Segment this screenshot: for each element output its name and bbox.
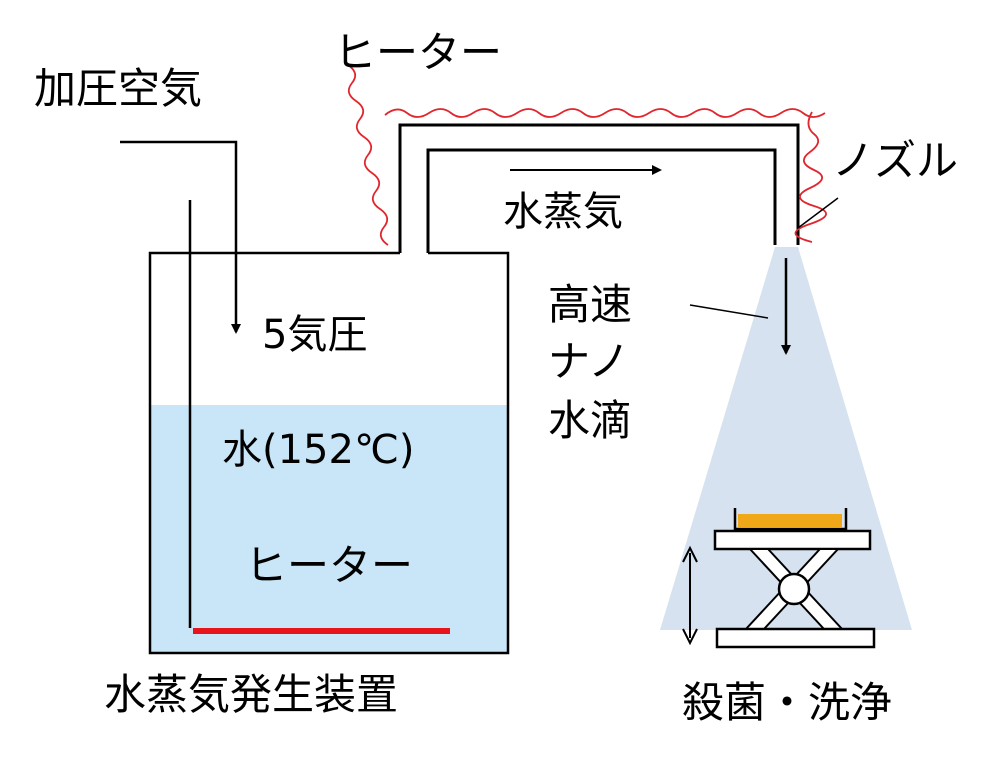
- label-pressurized-air: 加圧空気: [34, 64, 203, 113]
- label-sterilize-wash: 殺菌・洗浄: [682, 678, 893, 727]
- air-inlet-line: [120, 140, 241, 334]
- label-pipe-heater: ヒーター: [334, 28, 503, 77]
- label-pressure: 5気圧: [262, 312, 368, 358]
- scissor-mechanism: [743, 548, 845, 630]
- water-fill: [150, 405, 508, 653]
- height-adjust-arrow: [682, 545, 698, 646]
- label-droplets: 水滴: [548, 396, 633, 445]
- steam-generator-tank: [148, 251, 510, 655]
- label-steam: 水蒸気: [503, 189, 623, 235]
- label-steam-generator: 水蒸気発生装置: [104, 670, 399, 719]
- nozzle-leader: [797, 197, 839, 229]
- label-water: 水(152℃): [222, 427, 415, 473]
- label-nano: ナノ: [548, 337, 630, 386]
- steam-pipe-outer: [398, 123, 800, 253]
- pipe-heater-wire: [347, 64, 827, 246]
- lift-bottom-plate: [715, 627, 876, 649]
- label-nozzle: ノズル: [832, 136, 959, 185]
- sample: [738, 514, 842, 527]
- lift-top-plate: [713, 529, 872, 551]
- steam-pipe-inner: [426, 148, 777, 253]
- sample-dish: [733, 508, 848, 531]
- label-high-speed: 高速: [548, 280, 633, 329]
- droplets-leader: [689, 304, 769, 319]
- label-tank-heater: ヒーター: [245, 541, 414, 590]
